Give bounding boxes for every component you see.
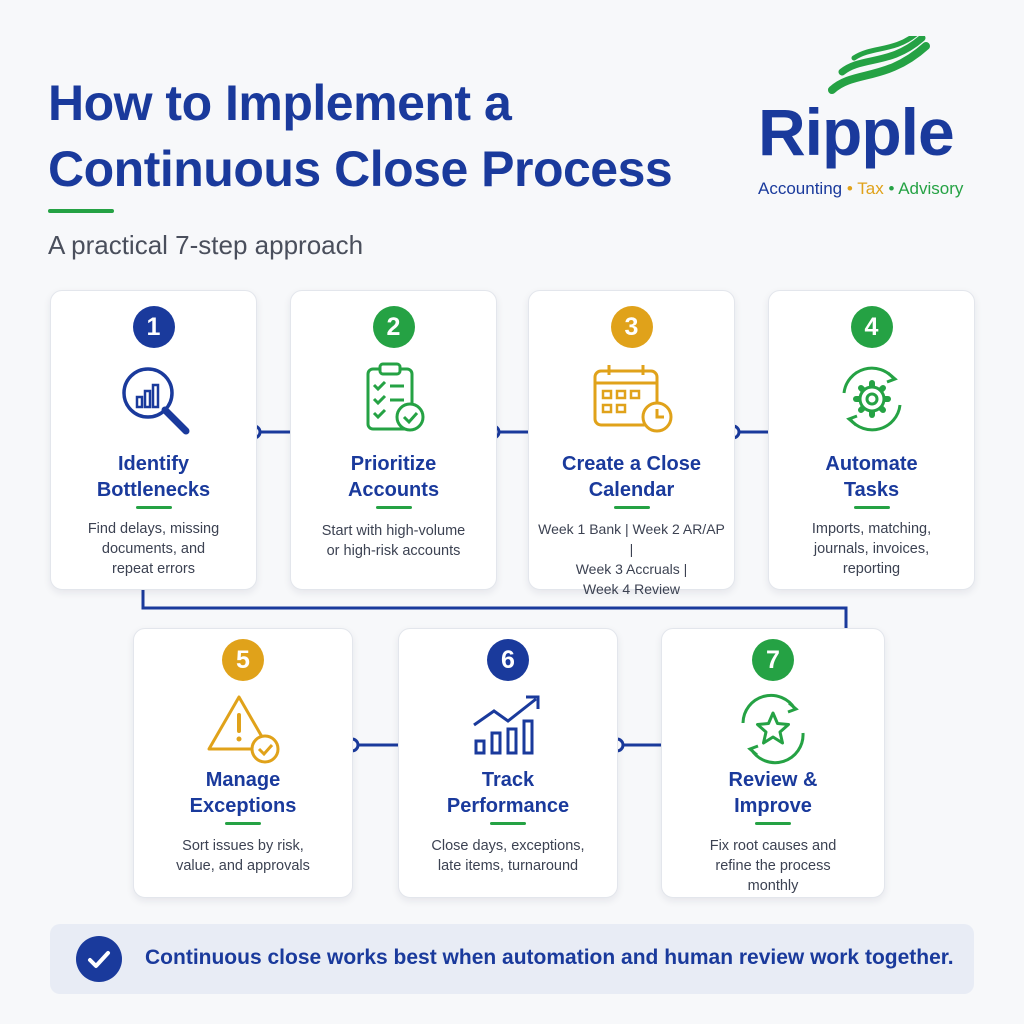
page-title: How to Implement a Continuous Close Proc… (48, 70, 748, 202)
tagline-tax: Tax (857, 179, 884, 198)
logo-tagline: Accounting • Tax • Advisory (758, 179, 963, 199)
title-line-1: How to Implement a (48, 75, 512, 131)
title-underline (48, 209, 114, 213)
title-accent-line (375, 506, 412, 509)
title-line-2: Continuous Close Process (48, 141, 673, 197)
summary-banner: Continuous close works best when automat… (50, 924, 974, 994)
step-description: Week 1 Bank | Week 2 AR/AP |Week 3 Accru… (538, 521, 725, 597)
trend-chart-icon (473, 695, 540, 755)
star-cycle-icon (741, 693, 805, 765)
tagline-separator: • (888, 179, 895, 198)
ripple-wave-icon (828, 36, 930, 94)
step-description: Sort issues by risk,value, and approvals (176, 838, 310, 874)
tagline-advisory: Advisory (898, 179, 964, 198)
magnifier-chart-icon (121, 367, 189, 435)
warning-check-icon (207, 695, 280, 764)
title-accent-line (755, 822, 791, 825)
summary-text: Continuous close works best when automat… (145, 946, 954, 969)
title-accent-line (613, 506, 650, 509)
step-number-badge: 1 (132, 306, 175, 348)
step-number-badge: 3 (610, 306, 653, 348)
step-description: Close days, exceptions,late items, turna… (431, 838, 585, 874)
step-number-badge: 6 (487, 639, 529, 681)
step-number-badge: 5 (222, 639, 264, 681)
step-number-badge: 7 (752, 639, 794, 681)
step-title: Review &Improve (728, 769, 818, 817)
title-accent-line (490, 822, 526, 825)
tagline-separator: • (846, 179, 853, 198)
title-accent-line (135, 506, 172, 509)
step-description: Imports, matching,journals, invoices,rep… (811, 521, 932, 577)
tagline-accounting: Accounting (758, 179, 843, 198)
title-accent-line (853, 506, 890, 509)
page-subtitle: A practical 7-step approach (48, 230, 364, 260)
step-number-badge: 2 (372, 306, 415, 348)
logo-wordmark: Ripple (758, 95, 955, 169)
step-number-badge: 4 (850, 306, 893, 348)
gear-cycle-icon (842, 366, 901, 432)
calendar-clock-icon (593, 365, 672, 433)
clipboard-check-icon (366, 362, 424, 432)
check-circle-icon (76, 936, 122, 982)
title-accent-line (225, 822, 261, 825)
